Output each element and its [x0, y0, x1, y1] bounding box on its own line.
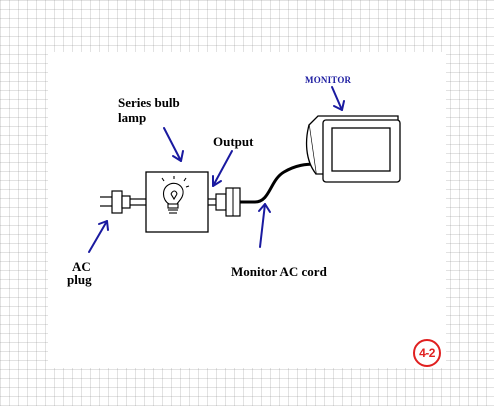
- arrows: [88, 86, 345, 253]
- arrow-monitor-cord: [258, 203, 271, 248]
- input-cord: [130, 198, 146, 206]
- monitor-icon: [305, 115, 401, 183]
- series-bulb-label-line1: Series bulb: [118, 95, 180, 110]
- monitor-label: MONITOR: [305, 75, 352, 85]
- light-bulb-icon: [161, 176, 190, 214]
- ac-plug-icon: [100, 190, 131, 214]
- monitor-ac-cord-label: Monitor AC cord: [231, 264, 327, 279]
- output-label: Output: [213, 134, 254, 149]
- series-bulb-box: [145, 171, 209, 233]
- monitor-plug-icon: [225, 187, 241, 217]
- output-socket: [215, 193, 227, 211]
- arrow-series-bulb: [163, 127, 184, 162]
- output-wire: [208, 198, 216, 206]
- monitor-ac-cord: [240, 162, 317, 204]
- arrow-ac-plug: [88, 220, 109, 253]
- arrow-monitor: [331, 86, 345, 111]
- ac-plug-label-line2: plug: [67, 272, 92, 287]
- series-bulb-label-line2: lamp: [118, 110, 147, 125]
- ac-plug-label-line1: AC: [72, 259, 91, 274]
- figure-number-badge: 4-2: [413, 339, 441, 367]
- arrow-output: [212, 150, 233, 187]
